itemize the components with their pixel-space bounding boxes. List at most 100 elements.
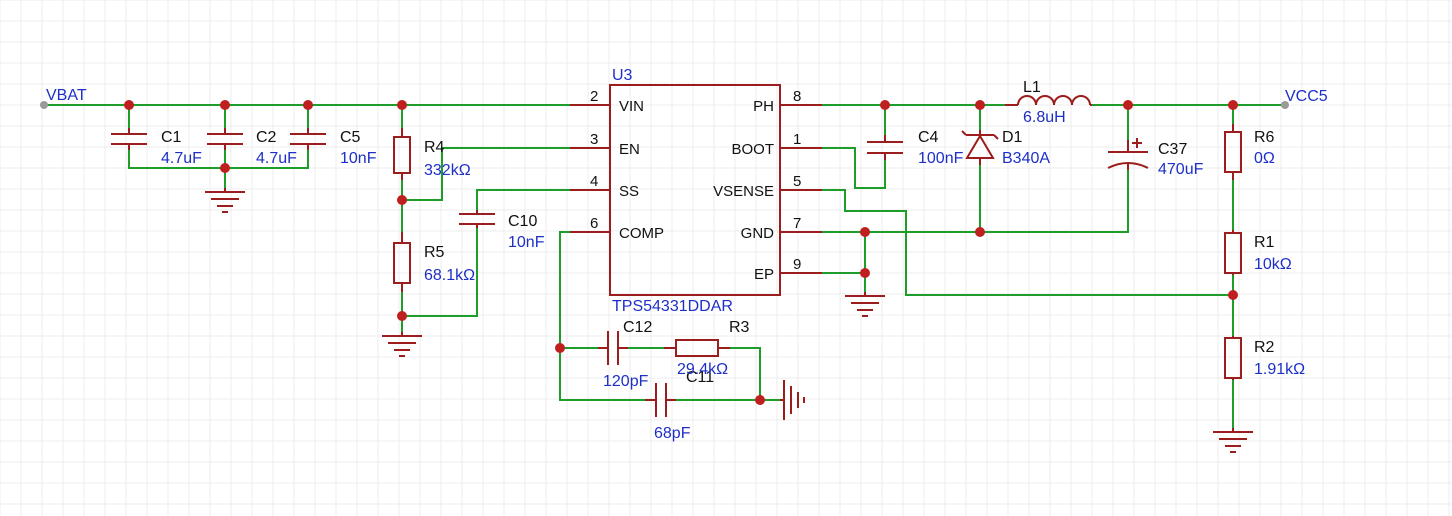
ic-pin-2-number: 2 — [590, 88, 598, 105]
junction-r4 — [397, 100, 407, 110]
resistor-r3[interactable] — [664, 339, 730, 357]
c37-ref: C37 — [1158, 141, 1187, 158]
junction-ep — [860, 268, 870, 278]
junction-en — [397, 195, 407, 205]
r4-value: 332kΩ — [424, 162, 471, 179]
capacitor-c1[interactable] — [111, 128, 147, 150]
junction-ph-d1 — [975, 100, 985, 110]
resistor-r6[interactable] — [1224, 124, 1242, 180]
wire-vsense[interactable] — [819, 189, 1234, 296]
ic-pin-4-number: 4 — [590, 173, 598, 190]
capacitor-c11[interactable] — [645, 383, 676, 417]
wire-comp[interactable] — [559, 231, 646, 401]
ground-symbol-divider — [382, 332, 422, 357]
ic-pin-6-number: 6 — [590, 215, 598, 232]
capacitor-c4[interactable] — [867, 135, 903, 160]
wire-en[interactable] — [401, 147, 576, 201]
junction-d1-gnd — [975, 227, 985, 237]
ic-pin-ss-name: SS — [619, 183, 639, 200]
c2-value: 4.7uF — [256, 150, 297, 167]
ground-symbol-feedback — [1213, 428, 1253, 453]
junction-r5-gnd — [397, 311, 407, 321]
junction-c2 — [220, 100, 230, 110]
d1-ref: D1 — [1002, 129, 1023, 146]
capacitor-c10[interactable] — [459, 210, 495, 228]
c1-value: 4.7uF — [161, 150, 202, 167]
c4-ref: C4 — [918, 129, 939, 146]
ic-pin-8-number: 8 — [793, 88, 801, 105]
wire-gnd-rail[interactable] — [819, 169, 1129, 233]
junction-comp — [555, 343, 565, 353]
capacitor-c37[interactable] — [1107, 138, 1149, 170]
vbat-net-label: VBAT — [46, 87, 87, 104]
junction-c37 — [1123, 100, 1133, 110]
l1-value: 6.8uH — [1023, 109, 1066, 126]
ground-symbol-input — [205, 188, 245, 213]
c5-value: 10nF — [340, 150, 377, 167]
c12-ref: C12 — [623, 319, 652, 336]
ic-pin-gnd-name: GND — [741, 225, 775, 242]
junction-ph-c4 — [880, 100, 890, 110]
c10-value: 10nF — [508, 234, 545, 251]
ic-pin-9-number: 9 — [793, 256, 801, 273]
ic-pin-en-name: EN — [619, 141, 640, 158]
resistor-r1[interactable] — [1224, 230, 1242, 275]
r3-ref: R3 — [729, 319, 750, 336]
c11-value: 68pF — [654, 425, 691, 442]
resistor-r4[interactable] — [393, 128, 411, 180]
r6-value: 0Ω — [1254, 150, 1275, 167]
wires — [43, 104, 1286, 429]
wire-ss[interactable] — [476, 189, 576, 211]
ic-pin-3-number: 3 — [590, 131, 598, 148]
wire-boot[interactable] — [819, 147, 886, 189]
junction-r6 — [1228, 100, 1238, 110]
vcc5-net-port[interactable] — [1281, 101, 1289, 109]
ground-symbol-comp — [780, 380, 805, 420]
resistor-r5[interactable] — [393, 232, 411, 292]
junction-comp-gnd — [755, 395, 765, 405]
r5-value: 68.1kΩ — [424, 267, 475, 284]
ic-pin-vsense-name: VSENSE — [713, 183, 774, 200]
ic-u3-designator: U3 — [612, 67, 633, 84]
c1-ref: C1 — [161, 129, 182, 146]
ground-symbol-ic — [845, 292, 885, 317]
r2-value: 1.91kΩ — [1254, 361, 1305, 378]
ic-u3[interactable]: U3 TPS54331DDAR 2 3 4 6 VIN EN SS COMP 8… — [570, 67, 822, 315]
diode-d1[interactable] — [961, 130, 999, 165]
r6-ref: R6 — [1254, 129, 1275, 146]
vbat-net-port[interactable] — [40, 101, 48, 109]
c5-ref: C5 — [340, 129, 361, 146]
c4-value: 100nF — [918, 150, 964, 167]
r4-ref: R4 — [424, 139, 445, 156]
ic-pin-1-number: 1 — [793, 131, 801, 148]
c37-value: 470uF — [1158, 161, 1204, 178]
resistor-r2[interactable] — [1224, 336, 1242, 380]
r5-ref: R5 — [424, 244, 445, 261]
inductor-l1[interactable] — [1005, 95, 1092, 106]
junction-input-gnd — [220, 163, 230, 173]
capacitor-c5[interactable] — [290, 128, 326, 150]
junction-dots — [124, 100, 1238, 405]
r3-value: 29.4kΩ — [677, 361, 728, 378]
ic-u3-part-number: TPS54331DDAR — [612, 298, 733, 315]
ic-pin-5-number: 5 — [793, 173, 801, 190]
ic-pin-boot-name: BOOT — [731, 141, 774, 158]
capacitor-c2[interactable] — [207, 128, 243, 150]
capacitor-c12[interactable] — [598, 331, 628, 365]
wire-c10-gnd[interactable] — [401, 227, 478, 317]
ic-pin-7-number: 7 — [793, 215, 801, 232]
r1-ref: R1 — [1254, 234, 1275, 251]
ic-pin-comp-name: COMP — [619, 225, 664, 242]
r2-ref: R2 — [1254, 339, 1275, 356]
r1-value: 10kΩ — [1254, 256, 1292, 273]
junction-c5 — [303, 100, 313, 110]
wire-input-caps-gnd[interactable] — [128, 149, 309, 169]
wire-r3-gnd[interactable] — [729, 347, 761, 401]
junction-gnd-pin7 — [860, 227, 870, 237]
ic-pin-ph-name: PH — [753, 98, 774, 115]
l1-ref: L1 — [1023, 79, 1041, 96]
junction-vsense — [1228, 290, 1238, 300]
c11-ref: C11 — [686, 369, 714, 386]
